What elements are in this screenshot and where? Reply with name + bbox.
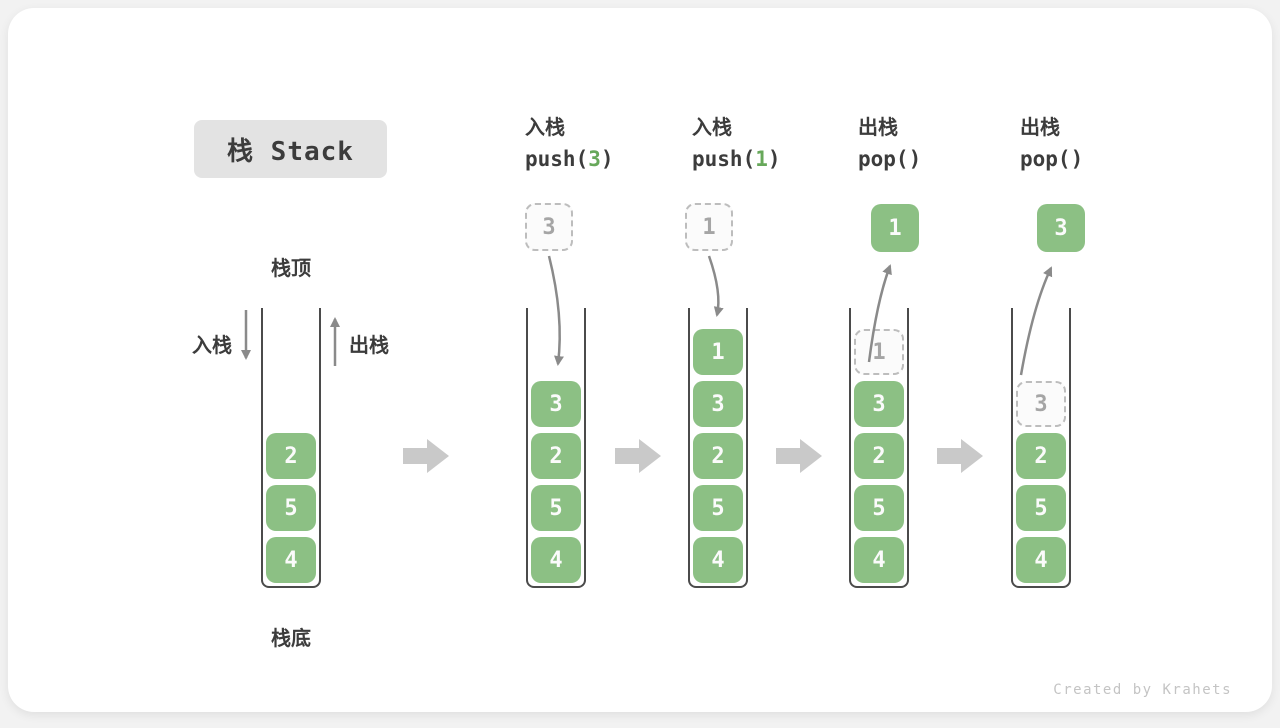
arrow-right-icon [776, 439, 822, 473]
stack-cell: 4 [854, 537, 904, 583]
stage4-op-label: 出栈 [858, 117, 898, 139]
stage5-code: pop() [1020, 147, 1084, 171]
floating-push-value: 3 [525, 203, 573, 251]
stack-cell: 3 [531, 381, 581, 427]
floating-push-value: 1 [685, 203, 733, 251]
stack-stage4: 1 3 2 5 4 [849, 308, 909, 588]
floating-popped-value: 1 [871, 204, 919, 252]
stack-cell-ghost: 3 [1016, 381, 1066, 427]
stack-bottom-label: 栈底 [271, 628, 311, 650]
stack-cell: 2 [1016, 433, 1066, 479]
stage4-code: pop() [858, 147, 922, 171]
stage5-header: 出栈 pop() [1020, 114, 1170, 176]
push-side-label: 入栈 [192, 335, 232, 357]
watermark: Created by Krahets [1053, 682, 1232, 698]
stage2-header: 入栈 push(3) [525, 114, 675, 176]
stack-stage5: 3 2 5 4 [1011, 308, 1071, 588]
stack-cell: 3 [854, 381, 904, 427]
diagram-card: 栈 Stack 入栈 push(3) 入栈 push(1) 出栈 pop() 出… [8, 8, 1272, 712]
stage2-code: push(3) [525, 147, 614, 171]
stage5-op-label: 出栈 [1020, 117, 1060, 139]
stack-top-label: 栈顶 [271, 258, 311, 280]
stack-cell: 4 [266, 537, 316, 583]
stack-cell: 5 [531, 485, 581, 531]
stack-cell: 4 [1016, 537, 1066, 583]
arrow-right-icon [403, 439, 449, 473]
stack-stage3: 1 3 2 5 4 [688, 308, 748, 588]
stage2-op-label: 入栈 [525, 117, 565, 139]
pop-side-label: 出栈 [349, 335, 389, 357]
stack-cell: 2 [693, 433, 743, 479]
stage4-header: 出栈 pop() [858, 114, 1008, 176]
stack-cell: 5 [266, 485, 316, 531]
stack-cell: 5 [854, 485, 904, 531]
stack-cell: 1 [693, 329, 743, 375]
push-arg: 3 [588, 147, 601, 171]
stack-cell: 2 [266, 433, 316, 479]
arrow-right-icon [937, 439, 983, 473]
push-arg: 1 [755, 147, 768, 171]
page-title: 栈 Stack [227, 136, 354, 167]
stage3-header: 入栈 push(1) [692, 114, 842, 176]
floating-popped-value: 3 [1037, 204, 1085, 252]
stack-stage1: 2 5 4 [261, 308, 321, 588]
stack-cell-ghost: 1 [854, 329, 904, 375]
stack-stage2: 3 2 5 4 [526, 308, 586, 588]
title-box: 栈 Stack [194, 120, 387, 178]
stack-cell: 4 [531, 537, 581, 583]
stack-cell: 5 [1016, 485, 1066, 531]
arrow-right-icon [615, 439, 661, 473]
stack-cell: 5 [693, 485, 743, 531]
stage3-op-label: 入栈 [692, 117, 732, 139]
stage3-code: push(1) [692, 147, 781, 171]
stack-cell: 2 [531, 433, 581, 479]
stack-cell: 3 [693, 381, 743, 427]
stack-cell: 4 [693, 537, 743, 583]
push-curve-arrow-icon [707, 255, 724, 317]
stack-cell: 2 [854, 433, 904, 479]
